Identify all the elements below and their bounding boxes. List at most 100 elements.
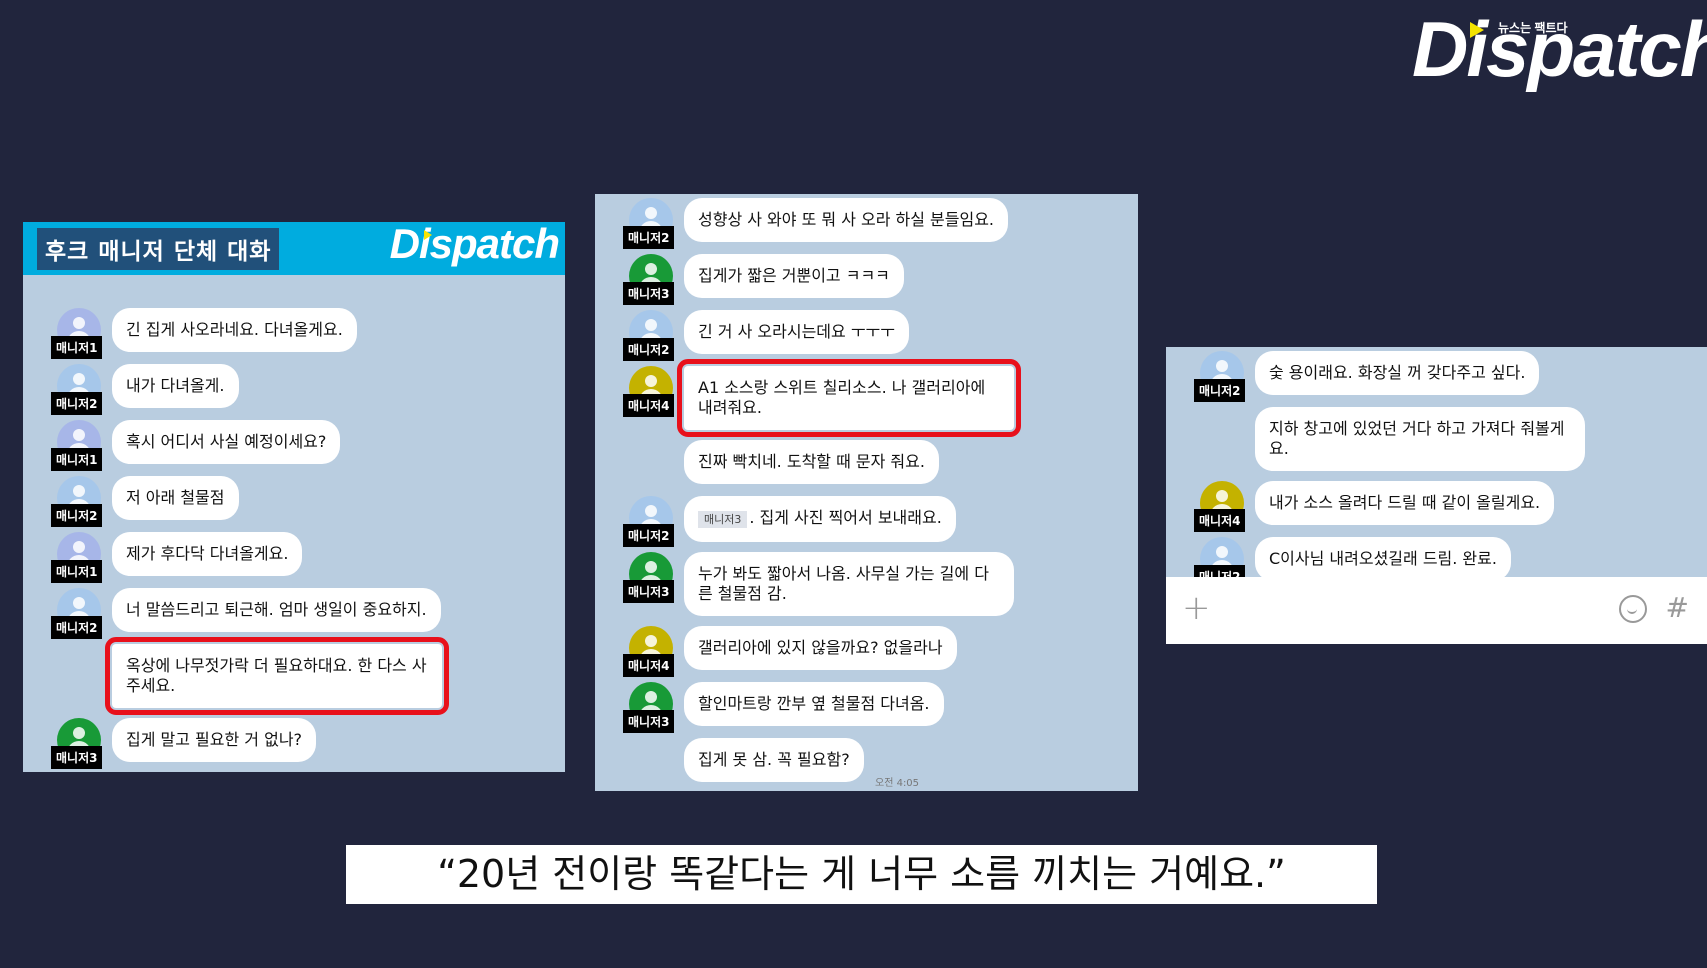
sender-name: 매니저3: [623, 580, 675, 603]
sender-name: 매니저4: [1194, 509, 1246, 532]
message-bubble: 성향상 사 와야 또 뭐 사 오라 하실 분들임요.: [684, 198, 1009, 242]
user-head-icon: [645, 263, 657, 275]
message-row: 매니저2 숯 용이래요. 화장실 꺼 갖다주고 싶다.: [1166, 351, 1707, 402]
message-row: 매니저3 누가 봐도 짧아서 나옴. 사무실 가는 길에 다른 철물점 감.: [595, 552, 1138, 616]
sender-name: 매니저2: [623, 524, 675, 547]
message-bubble: 저 아래 철물점: [112, 476, 239, 520]
message-text: 누가 봐도 짧아서 나옴. 사무실 가는 길에 다른 철물점 감.: [698, 564, 989, 603]
message-text: 집게가 짧은 거뿐이고 ㅋㅋㅋ: [698, 266, 890, 285]
dispatch-logo-small: Dispatch: [389, 222, 560, 268]
message-row: 매니저2 너 말씀드리고 퇴근해. 엄마 생일이 중요하지.: [23, 588, 565, 639]
user-head-icon: [645, 691, 657, 703]
message-text: 집게 못 삼. 꼭 필요함?: [698, 750, 850, 769]
message-text: 긴 거 사 오라시는데요 ㅜㅜㅜ: [698, 322, 895, 341]
message-bubble: 진짜 빡치네. 도착할 때 문자 줘요.: [684, 440, 939, 484]
message-bubble: 갤러리아에 있지 않을까요? 없을라나: [684, 626, 957, 670]
message-bubble: 긴 거 사 오라시는데요 ㅜㅜㅜ: [684, 310, 909, 354]
logo-text: Dispatch: [389, 222, 560, 267]
message-text: 지하 창고에 있었던 거다 하고 가져다 줘볼게요.: [1269, 419, 1565, 458]
message-bubble: 너 말씀드리고 퇴근해. 엄마 생일이 중요하지.: [112, 588, 441, 632]
message-bubble: 집게가 짧은 거뿐이고 ㅋㅋㅋ: [684, 254, 904, 298]
emoji-icon[interactable]: [1619, 595, 1647, 623]
user-head-icon: [645, 561, 657, 573]
message-text: 내가 다녀올게.: [126, 376, 225, 395]
message-bubble: 옥상에 나무젓가락 더 필요하대요. 한 다스 사주세요.: [105, 637, 449, 715]
sender-name: 매니저2: [51, 616, 103, 639]
message-row: 매니저2C이사님 내려오셨길래 드림. 완료.: [1166, 537, 1707, 588]
sender-name: 매니저2: [623, 338, 675, 361]
message-text: 할인마트랑 깐부 옆 철물점 다녀옴.: [698, 694, 930, 713]
message-bubble: 내가 소스 올려다 드릴 때 같이 올릴게요.: [1255, 481, 1555, 525]
message-row: 매니저3 집게 말고 필요한 거 없나?: [23, 718, 565, 769]
message-text: C이사님 내려오셨길래 드림. 완료.: [1269, 549, 1497, 568]
sender-name: 매니저2: [1194, 379, 1246, 402]
sender-name: 매니저3: [51, 746, 103, 769]
user-head-icon: [645, 635, 657, 647]
message-row: 매니저1 긴 집게 사오라네요. 다녀올게요.: [23, 308, 565, 359]
message-bubble: 누가 봐도 짧아서 나옴. 사무실 가는 길에 다른 철물점 감.: [684, 552, 1014, 616]
user-head-icon: [73, 485, 85, 497]
sender-name: 매니저1: [51, 336, 103, 359]
message-row: 매니저2 매니저3. 집게 사진 찍어서 보내래요.: [595, 496, 1138, 547]
user-head-icon: [1216, 360, 1228, 372]
message-bubble: C이사님 내려오셨길래 드림. 완료.: [1255, 537, 1511, 581]
message-text: 옥상에 나무젓가락 더 필요하대요. 한 다스 사주세요.: [126, 656, 427, 695]
message-text: 진짜 빡치네. 도착할 때 문자 줘요.: [698, 452, 925, 471]
message-text: 제가 후다닥 다녀올게요.: [126, 544, 289, 563]
message-row: 지하 창고에 있었던 거다 하고 가져다 줘볼게요.: [1166, 407, 1707, 471]
sender-name: 매니저2: [623, 226, 675, 249]
user-head-icon: [1216, 490, 1228, 502]
message-text: 집게 말고 필요한 거 없나?: [126, 730, 303, 749]
sender-name: 매니저1: [51, 448, 103, 471]
message-text: A1 소스랑 스위트 칠리소스. 나 갤러리아에 내려줘요.: [698, 378, 986, 417]
mention-chip[interactable]: 매니저3: [698, 511, 748, 528]
message-row: 매니저4 갤러리아에 있지 않을까요? 없을라나: [595, 626, 1138, 677]
user-head-icon: [73, 373, 85, 385]
message-row: 집게 못 삼. 꼭 필요함?: [595, 738, 1138, 784]
chat-panel-right: 매니저2 숯 용이래요. 화장실 꺼 갖다주고 싶다. 지하 창고에 있었던 거다 …: [1166, 347, 1707, 644]
message-bubble: 집게 못 삼. 꼭 필요함?: [684, 738, 864, 782]
chat-header: 후크 매니저 단체 대화 Dispatch: [23, 222, 565, 275]
message-input-bar[interactable]: + #: [1166, 577, 1707, 644]
message-bubble: 숯 용이래요. 화장실 꺼 갖다주고 싶다.: [1255, 351, 1540, 395]
message-text: 긴 집게 사오라네요. 다녀올게요.: [126, 320, 343, 339]
logo-tagline: 뉴스는 팩트다: [1498, 21, 1568, 35]
plus-icon[interactable]: +: [1182, 588, 1211, 628]
sender-name: 매니저2: [51, 504, 103, 527]
message-row: 옥상에 나무젓가락 더 필요하대요. 한 다스 사주세요.: [23, 637, 565, 715]
message-bubble: A1 소스랑 스위트 칠리소스. 나 갤러리아에 내려줘요.: [677, 359, 1021, 437]
user-head-icon: [73, 429, 85, 441]
message-text: 너 말씀드리고 퇴근해. 엄마 생일이 중요하지.: [126, 600, 427, 619]
message-text: 갤러리아에 있지 않을까요? 없을라나: [698, 638, 943, 657]
message-bubble: 제가 후다닥 다녀올게요.: [112, 532, 303, 576]
message-text: 성향상 사 와야 또 뭐 사 오라 하실 분들임요.: [698, 210, 995, 229]
sender-name: 매니저4: [623, 394, 675, 417]
message-bubble: 할인마트랑 깐부 옆 철물점 다녀옴.: [684, 682, 944, 726]
message-row: 진짜 빡치네. 도착할 때 문자 줘요.: [595, 440, 1138, 486]
message-row: 매니저2 성향상 사 와야 또 뭐 사 오라 하실 분들임요.: [595, 198, 1138, 249]
play-triangle-icon: [423, 230, 432, 240]
play-triangle-icon: [1470, 22, 1484, 38]
sender-name: 매니저4: [623, 654, 675, 677]
user-head-icon: [1216, 546, 1228, 558]
message-text: . 집게 사진 찍어서 보내래요.: [749, 508, 942, 527]
message-row: 매니저2 저 아래 철물점: [23, 476, 565, 527]
message-list: 매니저2 숯 용이래요. 화장실 꺼 갖다주고 싶다. 지하 창고에 있었던 거다 …: [1166, 351, 1707, 588]
message-text: 숯 용이래요. 화장실 꺼 갖다주고 싶다.: [1269, 363, 1526, 382]
message-row: 매니저4 내가 소스 올려다 드릴 때 같이 올릴게요.: [1166, 481, 1707, 532]
message-text: 내가 소스 올려다 드릴 때 같이 올릴게요.: [1269, 493, 1541, 512]
user-head-icon: [645, 207, 657, 219]
timestamp: 오전 4:05: [875, 778, 920, 789]
hash-icon[interactable]: #: [1665, 591, 1689, 624]
user-head-icon: [73, 597, 85, 609]
message-bubble: 매니저3. 집게 사진 찍어서 보내래요.: [684, 496, 956, 542]
message-bubble: 내가 다녀올게.: [112, 364, 239, 408]
